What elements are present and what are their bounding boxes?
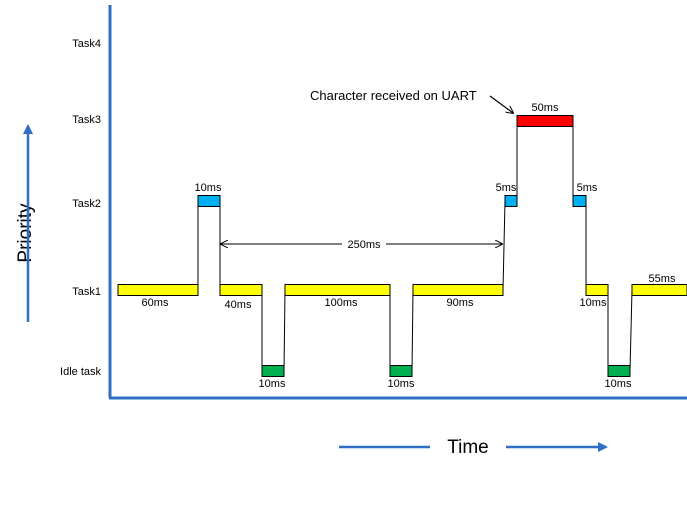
- task-bar-idle-task: [607, 365, 631, 377]
- task-bar-task1: [219, 284, 263, 296]
- task-bar-task1: [117, 284, 199, 296]
- task-bar-task1: [585, 284, 609, 296]
- task-bar-task2: [504, 195, 518, 207]
- duration-label: 40ms: [225, 299, 252, 311]
- task-bar-idle-task: [261, 365, 285, 377]
- duration-label: 10ms: [605, 378, 632, 390]
- duration-labels: 60ms 10ms 40ms 10ms 100ms 10ms 90ms 5ms 50ms 5ms 1…: [142, 102, 676, 390]
- task-bar-task2: [197, 195, 221, 207]
- uart-event-arrow: [489, 95, 513, 113]
- task-bars: [117, 115, 687, 377]
- transition-line: [629, 289, 633, 372]
- y-axis-title: Priority: [15, 203, 36, 263]
- x-axis-title: Time: [447, 437, 489, 458]
- duration-label: 10ms: [580, 297, 607, 309]
- transition-line: [502, 200, 506, 291]
- duration-label: 100ms: [324, 297, 358, 309]
- duration-label: 10ms: [259, 378, 286, 390]
- task-bar-task1: [284, 284, 391, 296]
- duration-label: 90ms: [447, 297, 474, 309]
- duration-label: 10ms: [195, 182, 222, 194]
- duration-label: 60ms: [142, 297, 169, 309]
- tick-label-task3: Task3: [72, 114, 101, 126]
- transition-line: [283, 289, 286, 372]
- duration-label: 10ms: [388, 378, 415, 390]
- uart-event-label: Character received on UART: [310, 88, 477, 103]
- tick-label-idle-task: Idle task: [60, 366, 101, 378]
- duration-label: 5ms: [577, 182, 598, 194]
- tick-label-task4: Task4: [72, 38, 101, 50]
- interval-label-bg: [342, 235, 386, 251]
- duration-label: 50ms: [532, 102, 559, 114]
- task-bar-task1: [631, 284, 687, 296]
- task-bar-task1: [412, 284, 504, 296]
- interval-label: 250ms: [347, 239, 381, 251]
- tick-label-task2: Task2: [72, 198, 101, 210]
- tick-label-task1: Task1: [72, 286, 101, 298]
- execution-trace: [197, 121, 633, 372]
- task-bar-task2: [572, 195, 587, 207]
- task-bar-idle-task: [389, 365, 413, 377]
- duration-label: 55ms: [649, 273, 676, 285]
- transition-line: [411, 289, 414, 372]
- duration-label: 5ms: [496, 182, 517, 194]
- task-bar-task3: [516, 115, 574, 127]
